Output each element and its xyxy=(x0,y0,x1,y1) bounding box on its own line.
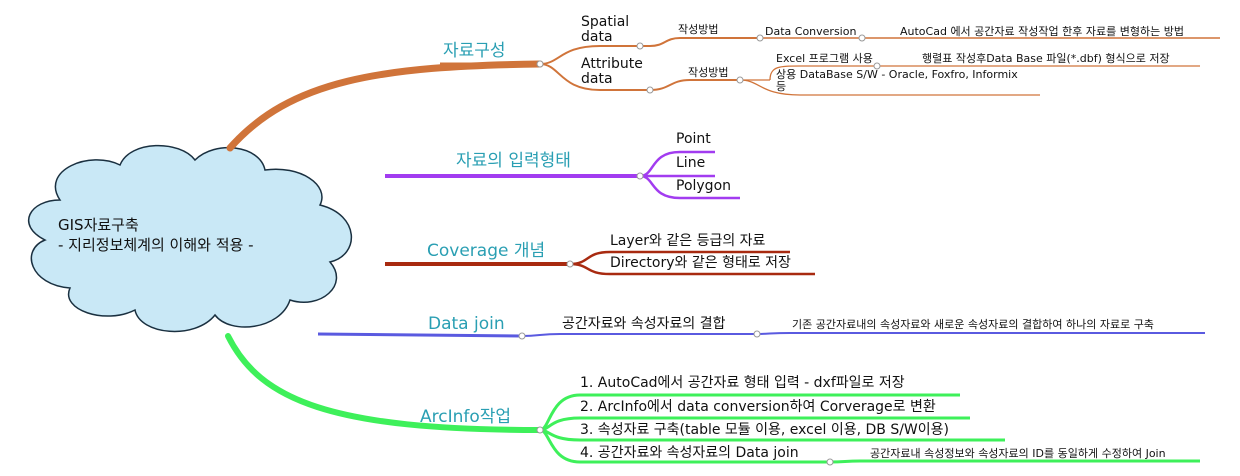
node-excel-note[interactable]: 행렬표 작성후Data Base 파일(*.dbf) 형식으로 저장 xyxy=(922,52,1170,65)
branch-data-structure[interactable]: 자료구성 xyxy=(443,41,506,61)
branch-data-join[interactable]: Data join xyxy=(428,314,505,334)
node-polygon[interactable]: Polygon xyxy=(676,178,732,194)
branch-coverage[interactable]: Coverage 개념 xyxy=(427,241,546,261)
node-arcinfo-step2[interactable]: 2. ArcInfo에서 data conversion하여 Corverage… xyxy=(580,399,936,415)
node-coverage-layer[interactable]: Layer와 같은 등급의 자료 xyxy=(610,233,766,249)
node-arcinfo-step3[interactable]: 3. 속성자료 구축(table 모듈 이용, excel 이용, DB S/W… xyxy=(580,422,949,438)
dbms-line1: 상용 DataBase S/W - Oracle, Foxfro, Inform… xyxy=(776,68,1018,81)
spatial-line1: Spatial xyxy=(581,14,630,30)
branch-arcinfo[interactable]: ArcInfo작업 xyxy=(420,407,512,427)
center-cloud xyxy=(27,144,353,333)
node-excel[interactable]: Excel 프로그램 사용 xyxy=(776,52,873,65)
spatial-line2: data xyxy=(581,29,613,46)
node-arcinfo-join-note[interactable]: 공간자료내 속성정보와 속성자료의 ID를 동일하게 수정하여 Join xyxy=(870,447,1166,460)
node-arcinfo-step4[interactable]: 4. 공간자료와 속성자료의 Data join xyxy=(580,445,799,461)
node-coverage-directory[interactable]: Directory와 같은 형태로 저장 xyxy=(610,255,791,271)
node-point[interactable]: Point xyxy=(676,131,711,147)
node-spatial-method[interactable]: 작성방법 xyxy=(678,23,719,36)
branch-input-type[interactable]: 자료의 입력형태 xyxy=(456,151,571,171)
attribute-line1: Attribute xyxy=(581,56,643,72)
node-dbms[interactable]: 상용 DataBase S/W - Oracle, Foxfro, Inform… xyxy=(776,69,1018,92)
center-topic[interactable]: GIS자료구축 - 지리정보체계의 이해와 적용 - xyxy=(58,216,254,255)
attribute-line2: data xyxy=(581,71,613,88)
node-attribute-method[interactable]: 작성방법 xyxy=(688,66,729,79)
node-conversion-note[interactable]: AutoCad 에서 공간자료 작성작업 한후 자료를 변형하는 방법 xyxy=(900,25,1184,38)
node-line[interactable]: Line xyxy=(676,155,706,171)
node-arcinfo-step1[interactable]: 1. AutoCad에서 공간자료 형태 입력 - dxf파일로 저장 xyxy=(580,375,905,391)
dbms-line2: 등 xyxy=(776,79,787,93)
center-title: GIS자료구축 xyxy=(58,216,139,234)
node-data-conversion[interactable]: Data Conversion xyxy=(765,25,857,38)
node-join-combine[interactable]: 공간자료와 속성자료의 결합 xyxy=(562,316,726,332)
node-join-note[interactable]: 기존 공간자료내의 속성자료와 새로운 속성자료의 결합하여 하나의 자료로 구… xyxy=(792,318,1154,331)
center-subtitle: - 지리정보체계의 이해와 적용 - xyxy=(58,235,254,254)
